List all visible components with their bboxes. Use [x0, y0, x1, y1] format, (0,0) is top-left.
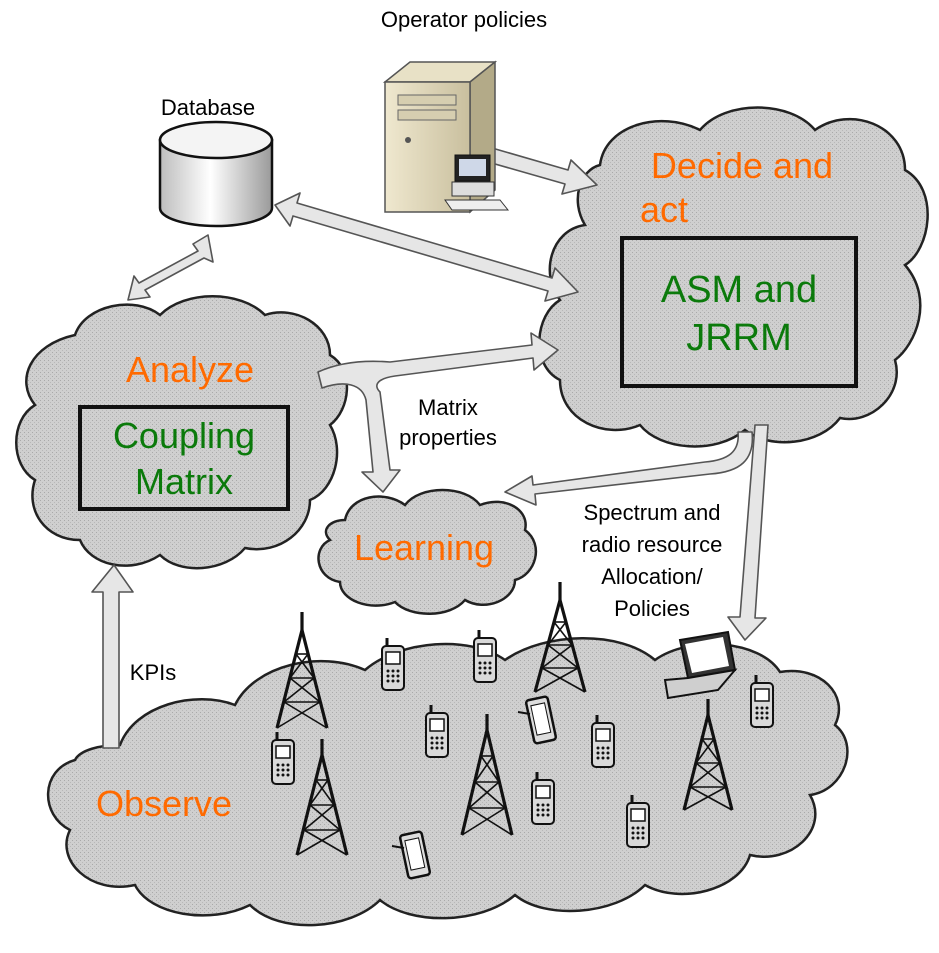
mobile-phone-icon — [591, 715, 615, 768]
observe-to-analyze-arrow — [91, 564, 134, 749]
analyze-to-decide-arrow — [317, 332, 559, 493]
cell-tower-icon — [682, 699, 734, 811]
cell-tower-icon — [460, 714, 514, 836]
database-decide-double-arrow — [274, 192, 579, 302]
database-analyze-double-arrow — [127, 234, 214, 301]
tablet-icon — [517, 695, 558, 745]
mobile-phone-icon — [381, 638, 405, 691]
coupling-label-line1: Coupling — [113, 415, 255, 456]
decide-title-line1: Decide and — [651, 145, 833, 186]
spectrum-label-line2: radio resource — [582, 532, 723, 557]
learning-cloud — [317, 488, 537, 615]
server-computer-icon — [382, 60, 510, 214]
cell-tower-icon — [275, 612, 329, 729]
spectrum-label-line4: Policies — [614, 596, 690, 621]
mobile-phone-icon — [271, 732, 295, 785]
decide-title-line2: act — [640, 189, 688, 230]
server-to-decide-arrow — [487, 147, 598, 195]
asm-jrrm-box — [620, 236, 858, 388]
coupling-label-line2: Matrix — [135, 461, 233, 502]
decide-to-learning-arrow — [504, 431, 754, 506]
matrix-properties-line2: properties — [399, 425, 497, 450]
cell-tower-icon — [295, 739, 349, 856]
observe-title: Observe — [96, 783, 232, 824]
operator-policies-label: Operator policies — [381, 7, 547, 32]
mobile-phone-icon — [531, 772, 555, 825]
asm-label-line2: JRRM — [686, 317, 792, 359]
mobile-phone-icon — [425, 705, 449, 758]
mobile-phone-icon — [626, 795, 650, 848]
mobile-phone-icon — [750, 675, 774, 728]
learning-label: Learning — [354, 527, 494, 568]
kpis-label: KPIs — [130, 660, 176, 685]
observe-cloud — [46, 637, 849, 927]
decide-to-observe-arrow — [727, 424, 769, 641]
cell-tower-icon — [533, 582, 587, 693]
matrix-properties-line1: Matrix — [418, 395, 478, 420]
mobile-phone-icon — [473, 630, 497, 683]
database-label: Database — [161, 95, 255, 120]
analyze-title: Analyze — [126, 349, 254, 390]
spectrum-label-line1: Spectrum and — [584, 500, 721, 525]
analyze-cloud — [15, 295, 349, 570]
spectrum-label-line3: Allocation/ — [601, 564, 703, 589]
coupling-matrix-box — [78, 405, 290, 511]
asm-label-line1: ASM and — [661, 269, 817, 311]
laptop-icon — [663, 630, 738, 700]
tablet-icon — [391, 830, 432, 880]
decide-cloud — [538, 106, 929, 448]
database-cylinder-icon — [158, 120, 274, 228]
